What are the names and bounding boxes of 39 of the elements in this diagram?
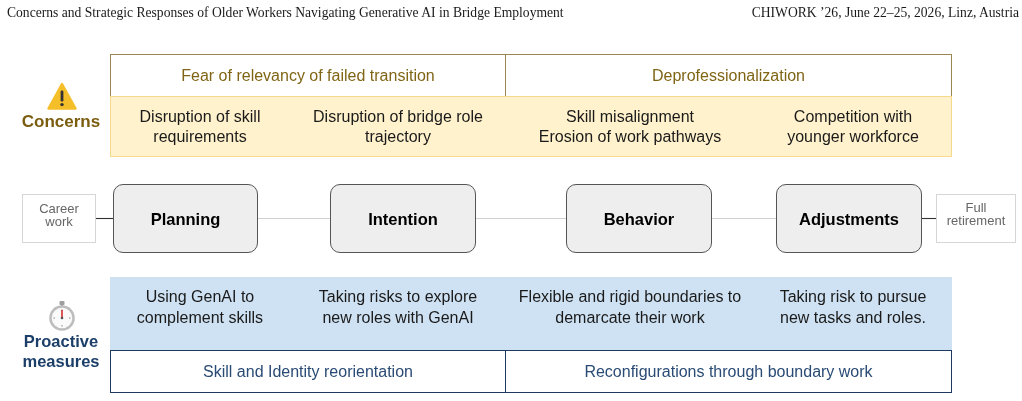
connector-line	[257, 217, 331, 220]
category-title: Fear of relevancy of failed transition	[180, 65, 436, 86]
connector-line	[475, 217, 567, 220]
concern-band	[110, 96, 952, 157]
stage-label: Intention	[367, 208, 439, 229]
endpoint-label: Career work	[38, 202, 80, 228]
strategy-title: Reconfigurations through boundary work	[583, 361, 874, 382]
concern-text: Competition with younger workforce	[786, 107, 920, 147]
stage-label: Adjustments	[798, 208, 900, 229]
stage-box	[776, 184, 922, 253]
stage-label: Behavior	[603, 208, 675, 229]
concern-text: Erosion of work pathways	[538, 127, 722, 147]
measure-band	[110, 277, 952, 350]
measure-text: Flexible and rigid boundaries to demarcate their work	[518, 287, 742, 328]
running-title: Concerns and Strategic Responses of Older Workers Navigating Generative AI in Bridge Employment	[7, 4, 564, 21]
concern-text: Skill misalignment	[565, 107, 695, 127]
strategy-title: Skill and Identity reorientation	[202, 361, 414, 382]
concern-text: Disruption of skill requirements	[139, 107, 261, 147]
running-header: CHIWORK ’26, June 22–25, 2026, Linz, Austria	[751, 4, 1019, 21]
endpoint-label: Full retirement	[946, 201, 1006, 227]
concern-text: Disruption of bridge role trajectory	[312, 107, 484, 147]
measure-text: Taking risk to pursue new tasks and roles.	[779, 287, 927, 328]
stage-box	[113, 184, 258, 253]
endpoint-box	[22, 194, 96, 243]
measure-text: Using GenAI to complement skills	[136, 287, 264, 328]
stage-box	[566, 184, 712, 253]
strategy-band	[110, 350, 506, 393]
stage-box	[330, 184, 476, 253]
endpoint-box	[936, 194, 1016, 243]
category-band	[110, 54, 506, 97]
strategy-band	[505, 350, 952, 393]
connector-line	[921, 217, 937, 220]
stage-label: Planning	[150, 208, 221, 229]
category-title: Deprofessionalization	[651, 65, 806, 86]
category-band	[505, 54, 952, 97]
measure-text: Taking risks to explore new roles with GenAI	[318, 287, 478, 328]
section-label: Concerns	[21, 112, 101, 132]
section-label: Proactive measures	[21, 331, 101, 371]
connector-line	[711, 217, 777, 220]
